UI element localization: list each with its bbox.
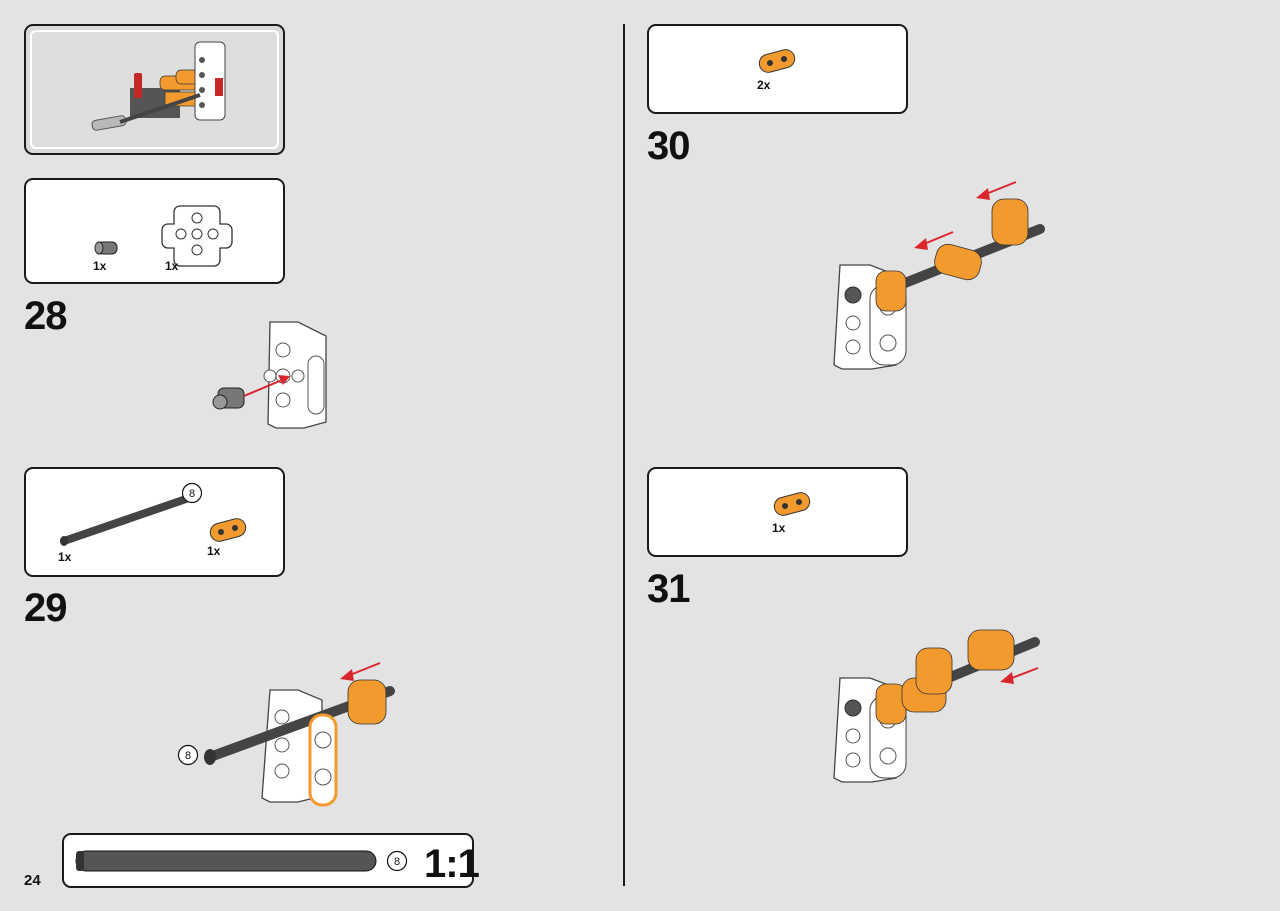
qty-axle-8: 1x xyxy=(58,550,72,564)
orange-beam-2-icon xyxy=(209,518,247,542)
qty-cross-block: 1x xyxy=(165,259,179,273)
scale-label: 1:1 xyxy=(424,842,480,886)
qty-beam-2: 1x xyxy=(207,544,221,558)
page-number: 24 xyxy=(24,872,41,889)
model-preview-panel xyxy=(24,24,285,155)
parts-list-step-29: 8 1x 1x xyxy=(24,467,285,577)
scale-ruler-panel: 8 1:1 xyxy=(62,833,480,888)
axle-8-icon xyxy=(60,495,190,546)
qty-pin-connector: 1x xyxy=(93,259,107,273)
axle-length-8-label: 8 xyxy=(189,488,195,500)
step-28-assembly xyxy=(212,321,327,429)
orange-beam-2-icon xyxy=(758,49,796,73)
step-30-assembly xyxy=(833,181,1045,370)
step-number-28: 28 xyxy=(24,294,67,338)
callout-axle-length-label: 8 xyxy=(185,750,191,762)
white-cross-block-icon xyxy=(161,205,233,267)
parts-list-step-30: 2x xyxy=(647,24,908,114)
qty-beam-2: 1x xyxy=(772,521,786,535)
parts-list-step-28: 1x 1x xyxy=(24,178,285,284)
assembled-model-preview xyxy=(91,41,226,131)
step-number-30: 30 xyxy=(647,124,690,168)
step-number-29: 29 xyxy=(24,586,67,630)
scale-axle-length-circle: 8 xyxy=(386,850,408,872)
axle-length-8-circle: 8 xyxy=(181,482,203,504)
orange-beam-2-icon xyxy=(773,492,811,516)
grey-pin-connector-icon xyxy=(94,241,118,255)
page-divider xyxy=(623,24,625,886)
parts-list-step-31: 1x xyxy=(647,467,908,557)
axle-ruler-1-to-1 xyxy=(75,850,377,872)
step-31-assembly xyxy=(833,629,1040,783)
step-29-assembly: 8 xyxy=(177,662,395,807)
qty-beam-2: 2x xyxy=(757,78,771,92)
scale-axle-length-label: 8 xyxy=(394,856,400,868)
step-number-31: 31 xyxy=(647,567,690,611)
